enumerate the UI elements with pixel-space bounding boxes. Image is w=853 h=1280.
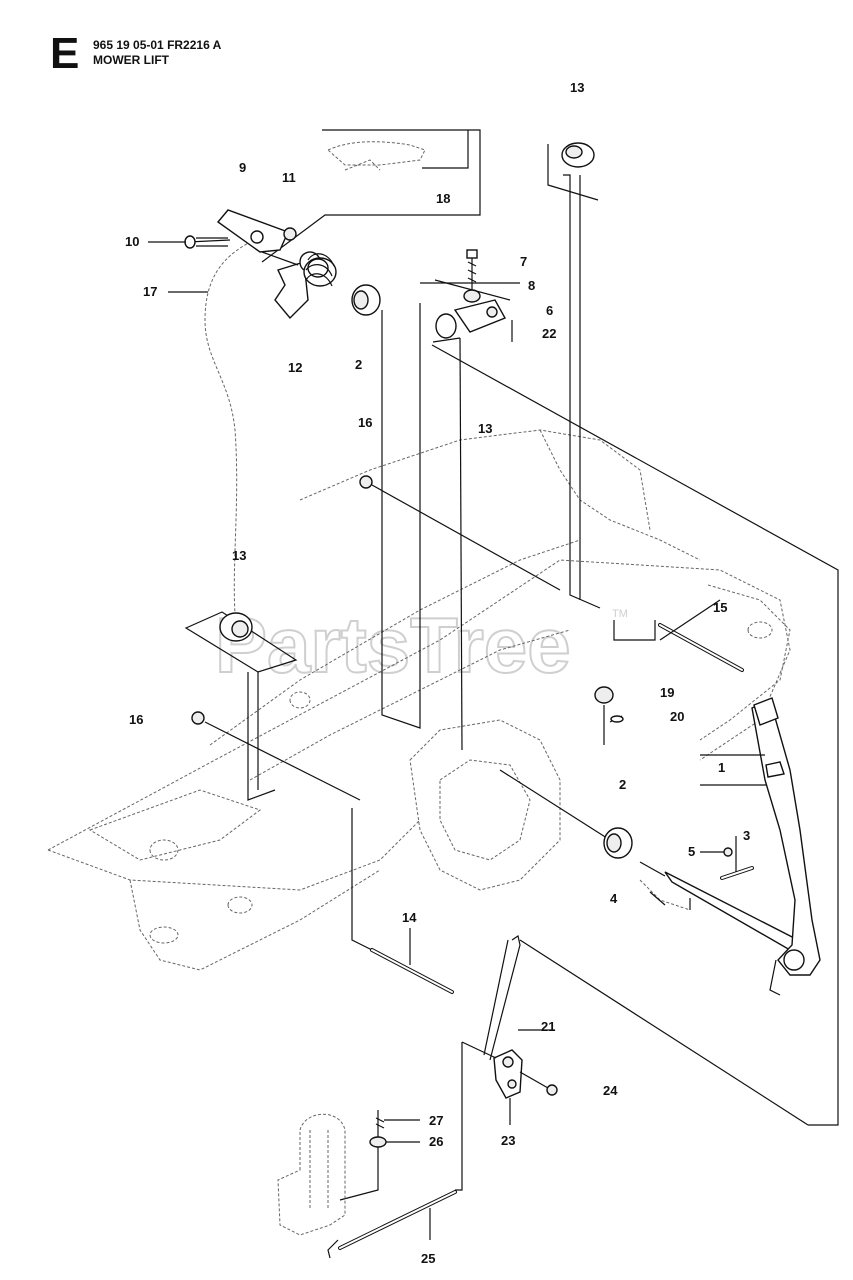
callout-labels: 13 9 11 18 10 7 8 17 6 22 12 2 16 13 13 … [125,80,750,1266]
callout-24: 24 [603,1083,618,1098]
callout-4: 4 [610,891,618,906]
callout-13c: 13 [232,548,246,563]
lift-rods-13 [381,142,839,1126]
lift-shaft-handle-1 [499,599,821,996]
rod-14 [351,808,454,994]
callout-23: 23 [501,1133,515,1148]
rod-16 [191,475,561,801]
mount-26-27 [277,1110,387,1236]
callout-6: 6 [546,303,553,318]
callout-22: 22 [542,326,556,341]
callout-20: 20 [670,709,684,724]
section-letter: E [50,29,80,78]
bushing-2-top [351,284,381,316]
callout-15: 15 [713,600,727,615]
callout-19: 19 [660,685,674,700]
linkage-21-23-25 [327,935,809,1259]
pins-3-4-5 [649,847,754,910]
bracket-13-left [184,611,298,801]
rod-15 [658,623,744,672]
callout-26: 26 [429,1134,443,1149]
callout-8: 8 [528,278,535,293]
bushing-19-20 [594,686,624,745]
callout-14: 14 [402,910,417,925]
diagram-code: 965 19 05-01 FR2216 A [93,38,222,52]
watermark-tm: TM [612,608,628,620]
callout-13b: 13 [478,421,492,436]
callout-3: 3 [743,828,750,843]
watermark: PartsTree [215,601,571,689]
callout-9: 9 [239,160,246,175]
bracket-6-assembly [420,249,520,342]
diagram-title: MOWER LIFT [93,53,169,67]
callout-17: 17 [143,284,157,299]
spring-assembly [184,209,337,320]
callout-21: 21 [541,1019,555,1034]
callout-13: 13 [570,80,584,95]
callout-1: 1 [718,760,725,775]
cable-17 [204,234,266,616]
callout-7: 7 [520,254,527,269]
callout-2b: 2 [619,777,626,792]
callout-18: 18 [436,191,450,206]
callout-10: 10 [125,234,139,249]
mower-frame [47,429,791,971]
callout-2: 2 [355,357,362,372]
callout-leaders [148,241,737,1143]
callout-12: 12 [288,360,302,375]
callout-16: 16 [358,415,372,430]
detail-inset-18 [261,129,481,263]
callout-25: 25 [421,1251,435,1266]
callout-27: 27 [429,1113,443,1128]
callout-5: 5 [688,844,695,859]
callout-16b: 16 [129,712,143,727]
callout-11: 11 [282,170,296,185]
